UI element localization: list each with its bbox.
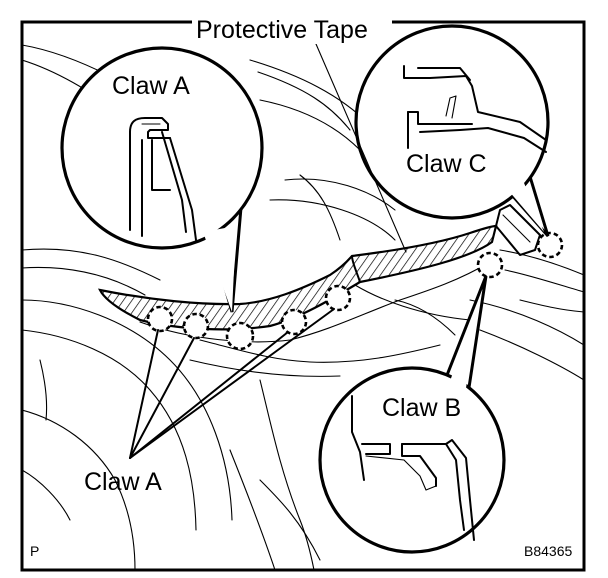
panel-edge-line [139, 261, 491, 343]
claw-b-inset: Claw B [318, 275, 506, 554]
claw-a-inset: Claw A [60, 46, 264, 313]
claw-a-marker-4[interactable] [280, 308, 308, 336]
protective-tape-strip [98, 224, 498, 331]
claw-c-bracket-detail [502, 214, 531, 243]
claw-a-marker-1[interactable] [146, 305, 174, 333]
claw-a-callout-label: Claw A [84, 468, 162, 496]
protective-tape-label: Protective Tape [196, 16, 368, 44]
protective-tape-leader [315, 43, 407, 253]
claw-a-inset-label: Claw A [112, 72, 190, 100]
claw-b-marker[interactable] [476, 251, 504, 279]
claw-a-marker-2[interactable] [182, 312, 210, 340]
claw-a-marker-5[interactable] [324, 284, 352, 312]
protective-tape-label-bg [192, 14, 392, 44]
claw-a-callout-lines [129, 308, 335, 459]
figure-code: B84365 [524, 543, 572, 559]
claw-a-marker-3[interactable] [225, 321, 255, 351]
claw-c-bracket [495, 204, 541, 256]
claw-c-marker[interactable] [536, 231, 564, 259]
tape-fold-line [351, 255, 361, 283]
claw-b-inset-label: Claw B [382, 394, 461, 422]
corner-mark: P [30, 543, 39, 559]
claw-c-inset: Claw C [354, 24, 550, 237]
claw-c-inset-label: Claw C [406, 150, 487, 178]
